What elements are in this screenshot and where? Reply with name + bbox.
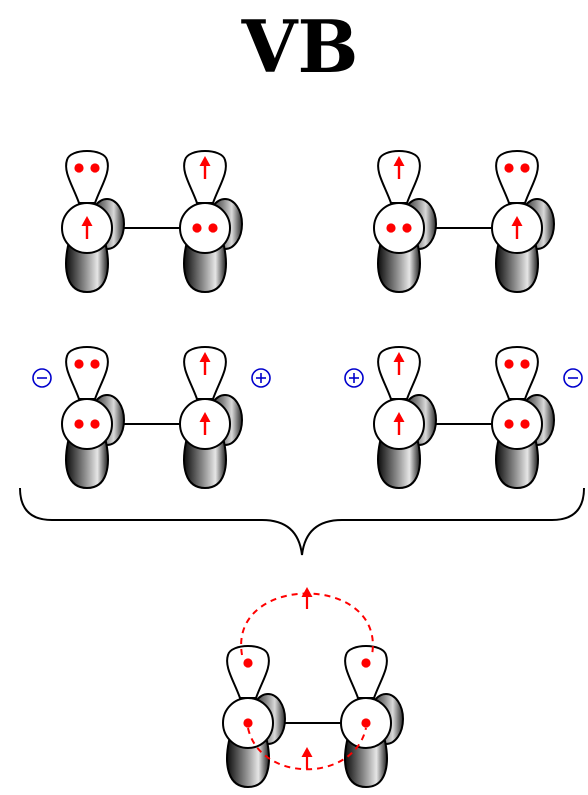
covalent-structure-1-right-atom-lower-electron-pair-dot [192,223,202,233]
hybrid-right-atom-lower-electron-dot [361,718,371,728]
ionic-structure-1-left-atom-upper-electron-pair-dot [74,359,84,369]
covalent-structure-2-right-atom-upper-electron-pair-dot [504,163,514,173]
ionic-structure-2-right-atom-upper-electron-pair-dot [520,359,530,369]
covalent-structure-1-left-atom-upper-electron-pair-dot [74,163,84,173]
hybrid-left-atom-upper-lobe [226,645,270,699]
ionic-structure-1-left-atom-lower-electron-pair-dot [90,419,100,429]
grouping-brace [19,487,585,556]
covalent-structure-2 [373,150,555,294]
ionic-structure-1-right-charge [251,368,271,388]
ionic-structure-1-left-atom-lower-lobe [65,441,109,490]
ionic-structure-2-left-atom [373,346,437,490]
ionic-structure-2-left-atom-lower-lobe [377,441,421,490]
covalent-structure-1-right-atom-front-lobe [179,202,231,254]
page-title: VB [241,4,359,89]
hybrid-right-atom-upper-electron-dot [361,658,371,668]
ionic-structure-2-left-atom-lower-spin-up-arrowhead [393,412,405,422]
ionic-structure-1-left-charge [32,368,52,388]
ionic-structure-2-right-atom-lower-electron-pair-dot [520,419,530,429]
covalent-structure-2-left-atom-front-lobe [373,202,425,254]
upper-arc-arrow-head [301,587,313,597]
ionic-structure-1-left-atom-upper-lobe [65,346,109,400]
ionic-structure-1-left-atom-front-lobe [61,398,113,450]
ionic-structure-1-left-atom [61,346,125,490]
hybrid-left-atom-lower-electron-dot [243,718,253,728]
covalent-structure-1-right-atom-lower-lobe [183,245,227,294]
covalent-structure-2-right-atom-lower-lobe [495,245,539,294]
covalent-structure-1-left-atom-lower-spin-up-arrowhead [81,216,93,226]
ionic-structure-1-left-atom-lower-electron-pair-dot [74,419,84,429]
ionic-structure-2-right-atom [491,346,555,490]
ionic-structure-2-left-charge [344,368,364,388]
hybrid-left-atom [222,645,286,789]
covalent-structure-1-right-atom-upper-spin-up-arrowhead [199,156,211,166]
ionic-structure-2-right-atom-lower-electron-pair-dot [504,419,514,429]
hybrid-right-atom-upper-lobe [344,645,388,699]
covalent-structure-2-left-atom-upper-spin-up-arrowhead [393,156,405,166]
covalent-structure-1-left-atom-upper-electron-pair-dot [90,163,100,173]
covalent-structure-2-right-atom [491,150,555,294]
ionic-structure-1 [32,346,271,490]
covalent-structure-2-left-atom [373,150,437,294]
ionic-structure-1-right-atom [179,346,243,490]
hybrid-left-atom-upper-electron-dot [243,658,253,668]
ionic-structure-2-right-atom-front-lobe [491,398,543,450]
ionic-structure-1-left-atom-upper-electron-pair-dot [90,359,100,369]
covalent-structure-1 [61,150,243,294]
ionic-structure-1-right-atom-upper-spin-up-arrowhead [199,352,211,362]
covalent-structure-2-left-atom-lower-electron-pair-dot [386,223,396,233]
ionic-structure-1-right-atom-lower-lobe [183,441,227,490]
covalent-structure-2-right-atom-lower-spin-up-arrowhead [511,216,523,226]
ionic-structure-2-left-atom-upper-spin-up-arrowhead [393,352,405,362]
lower-delocalization-arc [247,727,367,771]
structures-layer [32,150,583,490]
hybrid-right-atom-lower-lobe [344,740,388,789]
hybrid-right-atom [340,645,404,789]
covalent-structure-2-left-atom-lower-lobe [377,245,421,294]
hybrid-left-atom-lower-lobe [226,740,270,789]
ionic-structure-2-right-atom-upper-electron-pair-dot [504,359,514,369]
ionic-structure-2-right-atom-lower-lobe [495,441,539,490]
covalent-structure-1-right-atom-lower-electron-pair-dot [208,223,218,233]
covalent-structure-2-left-atom-lower-electron-pair-dot [402,223,412,233]
resonance-hybrid [222,587,404,789]
ionic-structure-2-right-charge [563,368,583,388]
covalent-structure-2-right-atom-upper-lobe [495,150,539,204]
lower-arc-arrow-head [301,747,313,757]
ionic-structure-1-right-atom-lower-spin-up-arrowhead [199,412,211,422]
covalent-structure-1-left-atom-lower-lobe [65,245,109,294]
covalent-structure-1-left-atom-upper-lobe [65,150,109,204]
covalent-structure-1-right-atom [179,150,243,294]
covalent-structure-1-left-atom [61,150,125,294]
ionic-structure-2 [344,346,583,490]
covalent-structure-2-right-atom-upper-electron-pair-dot [520,163,530,173]
ionic-structure-2-right-atom-upper-lobe [495,346,539,400]
